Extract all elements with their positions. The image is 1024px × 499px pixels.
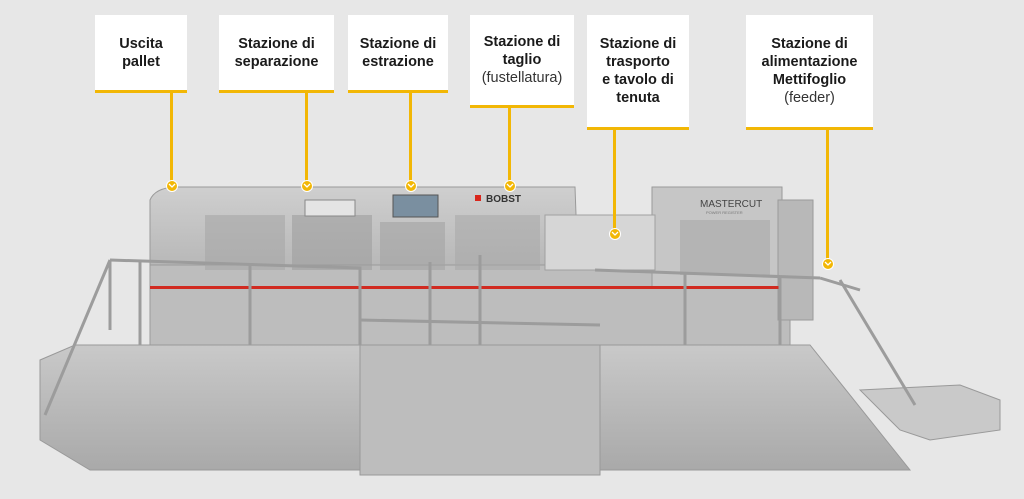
callout-title: Stazione di estrazione — [359, 35, 437, 70]
brand-square — [475, 195, 481, 201]
leader-line — [409, 93, 412, 186]
touch-screen — [392, 194, 439, 218]
leader-line — [508, 108, 511, 186]
feeder-column — [777, 199, 814, 321]
station-marker-icon — [822, 258, 834, 270]
leader-line — [826, 130, 829, 260]
station-marker-icon — [609, 228, 621, 240]
model-logo: MASTERCUT — [700, 199, 762, 210]
leader-line — [613, 130, 616, 230]
center-platform — [359, 344, 601, 476]
callout-stazione-separazione: Stazione di separazione — [219, 15, 334, 93]
callout-stazione-alimentazione: Stazione di alimentazione Mettifoglio (f… — [746, 15, 873, 130]
railings — [43, 255, 917, 416]
station-marker-icon — [405, 180, 417, 192]
model-sublogo: POWER REGISTER — [706, 210, 743, 215]
transport-bay — [544, 214, 656, 271]
callout-title: Stazione di separazione — [234, 35, 319, 70]
station-marker-icon — [301, 180, 313, 192]
control-panel — [304, 199, 356, 217]
callout-subtitle: (feeder) — [784, 90, 835, 106]
callout-subtitle: (fustellatura) — [481, 70, 563, 86]
leader-line — [305, 93, 308, 186]
callout-title: Stazione di alimentazione Mettifoglio — [761, 36, 858, 88]
station-marker-icon — [166, 180, 178, 192]
brand-logo: BOBST — [486, 194, 521, 205]
callout-title: Uscita pallet — [119, 35, 163, 70]
callout-title: Stazione di taglio — [483, 34, 561, 68]
callout-title: Stazione di trasporto e tavolo di tenuta — [599, 36, 677, 106]
left-platform — [39, 344, 361, 471]
red-stripe — [150, 286, 780, 289]
station-marker-icon — [504, 180, 516, 192]
callout-stazione-estrazione: Stazione di estrazione — [348, 15, 448, 93]
leader-line — [170, 93, 173, 186]
callout-stazione-trasporto: Stazione di trasporto e tavolo di tenuta — [587, 15, 689, 130]
callout-uscita-pallet: Uscita pallet — [95, 15, 187, 93]
right-platform — [599, 344, 912, 471]
feeder-stairs — [858, 384, 1001, 441]
callout-stazione-taglio: Stazione di taglio (fustellatura) — [470, 15, 574, 108]
